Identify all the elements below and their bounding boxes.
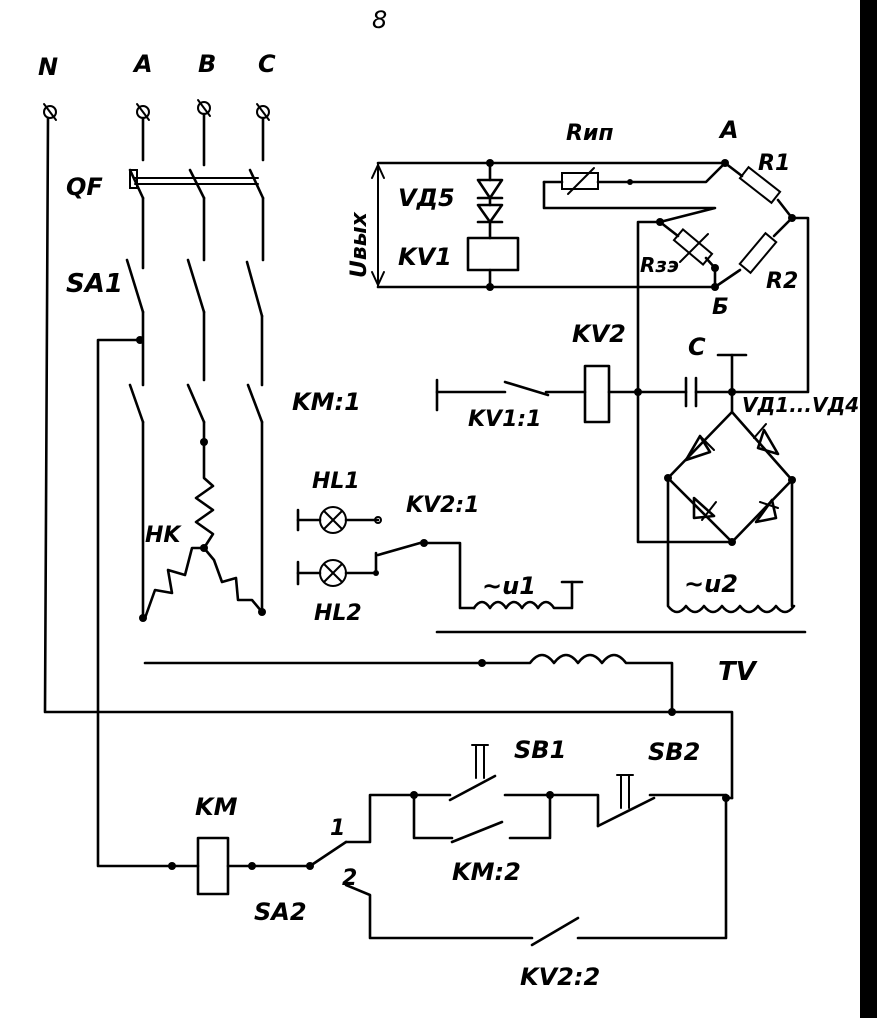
phase-n-label: N — [38, 53, 58, 81]
scan-edge — [860, 0, 877, 1018]
rip-label: Rип — [566, 121, 614, 146]
vd5-label: VД5 — [398, 184, 455, 212]
tv-label: TV — [718, 657, 758, 687]
u2-label: ~u2 — [684, 570, 738, 598]
kv2-1-contact — [374, 539, 476, 610]
kv1-1-contact — [435, 378, 587, 412]
hl1-label: HL1 — [312, 469, 360, 494]
output-voltage-label: Uвых — [347, 211, 372, 278]
sb1-label: SB1 — [514, 736, 566, 764]
qf-label: QF — [66, 173, 103, 201]
lamp-hl2 — [296, 559, 379, 587]
km2-label: KM:2 — [452, 858, 521, 886]
supply-terminals — [43, 99, 270, 121]
r2-label: R2 — [766, 269, 798, 294]
diode-vd5 — [476, 161, 504, 240]
kv2-1-label: KV2:1 — [406, 493, 480, 518]
sa2-label: SA2 — [254, 898, 307, 926]
control-circuit — [168, 744, 734, 947]
sa2-position-1: 1 — [330, 816, 345, 841]
hl2-label: HL2 — [314, 601, 362, 626]
neutral-wire — [43, 116, 734, 800]
transformer-tv — [143, 630, 807, 716]
relay-kv2 — [583, 353, 748, 544]
kv1-1-label: KV1:1 — [468, 407, 542, 432]
rze-label: Rзэ — [640, 253, 679, 277]
u1-label: ~u1 — [482, 572, 536, 600]
phase-a-label: A — [132, 50, 153, 78]
output-rail — [371, 159, 729, 291]
phase-c-label: C — [258, 50, 276, 78]
bridge-arms — [636, 161, 810, 394]
sa2-position-2: 2 — [342, 866, 357, 891]
kv1-label: KV1 — [398, 243, 452, 271]
heater-hk — [139, 440, 266, 622]
km1-contacts — [128, 383, 264, 620]
sb2-label: SB2 — [648, 738, 700, 766]
capacitor-label: C — [688, 333, 706, 361]
km1-label: KM:1 — [292, 388, 361, 416]
sa1-label: SA1 — [66, 269, 123, 299]
lamp-hl1 — [296, 506, 382, 534]
kv2-2-label: KV2:2 — [520, 963, 600, 991]
heater-label: HK — [145, 523, 182, 548]
kv2-label: KV2 — [572, 320, 626, 348]
diode-bridge-vd1-vd4 — [664, 390, 796, 546]
qf-breaker — [128, 112, 265, 270]
km-coil-label: KM — [195, 793, 238, 821]
winding-u2 — [666, 476, 796, 614]
winding-u1 — [472, 580, 584, 610]
diode-bridge-label: VД1...VД4 — [742, 393, 859, 417]
node-a-label: A — [718, 116, 739, 144]
page-number: 8 — [372, 6, 387, 34]
r1-label: R1 — [758, 151, 790, 176]
phase-b-label: B — [198, 50, 216, 78]
sa1-switch — [96, 258, 264, 868]
rip-resistor — [542, 161, 727, 224]
relay-kv1 — [466, 236, 520, 289]
node-b-label: Б — [712, 295, 729, 320]
